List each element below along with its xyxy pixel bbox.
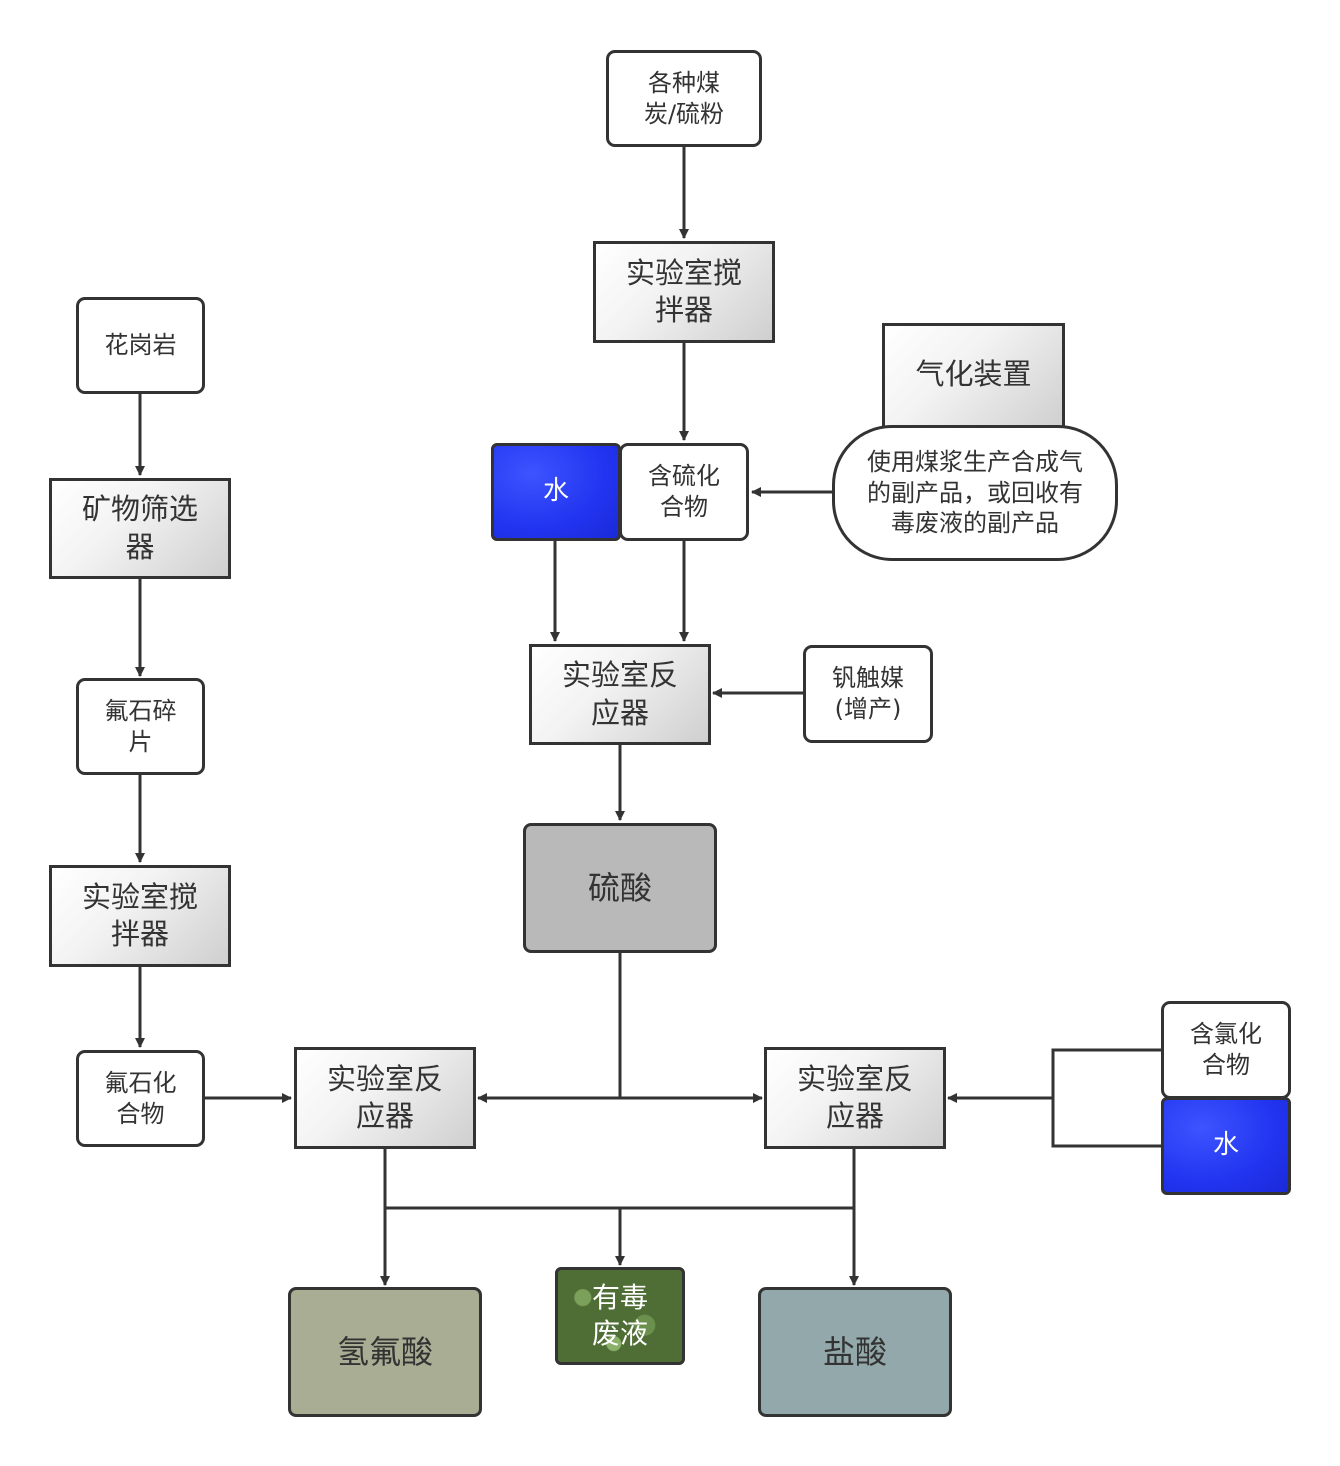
node-vanadium: 钒触媒 (增产) xyxy=(803,645,933,743)
line-right-input-bracket xyxy=(1051,1048,1161,1148)
node-gasifier-note: 使用煤浆生产合成气 的副产品，或回收有 毒废液的副产品 xyxy=(832,425,1118,561)
node-water-top: 水 xyxy=(491,443,621,541)
node-mixer-top: 实验室搅 拌器 xyxy=(593,241,775,343)
node-reactor-top: 实验室反 应器 xyxy=(529,644,711,745)
node-water-right: 水 xyxy=(1161,1097,1291,1195)
node-hydrochloric-acid: 盐酸 xyxy=(758,1287,952,1417)
node-fluorite-compound: 氟石化 合物 xyxy=(76,1050,205,1147)
node-coal-sulfur: 各种煤 炭/硫粉 xyxy=(606,50,762,147)
node-sulfur-compound: 含硫化 合物 xyxy=(619,443,749,541)
node-screener: 矿物筛选 器 xyxy=(49,478,231,579)
node-toxic-waste: 有毒 废液 xyxy=(555,1267,685,1365)
node-fluorite-shard: 氟石碎 片 xyxy=(76,678,205,775)
node-sulfuric-acid: 硫酸 xyxy=(523,823,717,953)
node-hydrofluoric-acid: 氢氟酸 xyxy=(288,1287,482,1417)
node-granite: 花岗岩 xyxy=(76,297,205,394)
node-gasifier: 气化装置 xyxy=(882,323,1065,431)
node-mixer-left: 实验室搅 拌器 xyxy=(49,865,231,967)
node-reactor-right: 实验室反 应器 xyxy=(764,1047,946,1149)
node-chlorine-compound: 含氯化 合物 xyxy=(1161,1001,1291,1099)
node-reactor-left: 实验室反 应器 xyxy=(294,1047,476,1149)
